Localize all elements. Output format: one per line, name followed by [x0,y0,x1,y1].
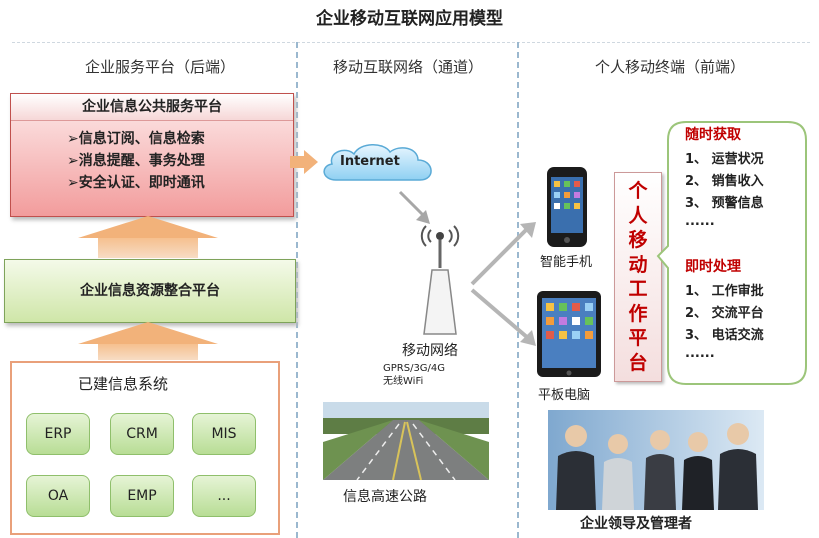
tablet-icon [537,291,601,377]
internet-label: Internet [340,154,400,169]
system-database-icon: ... [192,475,256,517]
highway-image [323,402,489,480]
smartphone-label: 智能手机 [540,255,593,270]
column-header-channel: 移动互联网络（通道） [332,58,483,76]
existing-systems-title: 已建信息系统 [78,375,169,393]
callout-section-title: 即时处理 [685,259,741,275]
callout-item: 1、 工作审批 [685,284,764,299]
service-item: ➢消息提醒、事务处理 [67,153,205,169]
column-header-frontend: 个人移动终端（前端） [594,58,745,76]
column-header-backend: 企业服务平台（后端） [84,58,235,76]
system-database-icon: MIS [192,413,256,455]
column-divider-left [296,42,298,538]
down-arrow-icon [398,190,430,224]
public-service-platform-title: 企业信息公共服务平台 [11,94,293,121]
tablet-label: 平板电脑 [538,388,591,403]
existing-systems-box: 已建信息系统 ERP CRM MIS OA EMP ... [10,361,280,535]
smartphone-icon [547,167,587,247]
business-people-image [548,410,764,510]
public-service-platform: 企业信息公共服务平台 ➢信息订阅、信息检索 ➢消息提醒、事务处理 ➢安全认证、即… [10,93,294,217]
callout-item: 2、 交流平台 [685,306,764,321]
system-database-icon: EMP [110,475,174,517]
resource-integration-platform: 企业信息资源整合平台 [4,259,296,323]
up-arrow-icon [78,216,218,258]
callout-item: ...... [685,346,715,361]
mobile-network-label: 移动网络 [402,343,458,359]
system-database-icon: ERP [26,413,90,455]
callout-item: 3、 预警信息 [685,196,764,211]
system-database-icon: OA [26,475,90,517]
service-item: ➢信息订阅、信息检索 [67,131,205,147]
callout-item: 3、 电话交流 [685,328,764,343]
callout-item: 2、 销售收入 [685,174,764,189]
column-divider-right [517,42,519,538]
antenna-tower-icon [420,225,460,335]
device-link-arrows [470,222,536,346]
callout-content: 随时获取 1、 运营状况 2、 销售收入 3、 预警信息 ...... 即时处理… [665,120,805,386]
network-protocols-label: GPRS/3G/4G 无线WiFi [383,363,446,387]
personal-mobile-work-platform: 个 人 移 动 工 作 平 台 [614,172,662,382]
system-database-icon: CRM [110,413,174,455]
right-arrow-icon [290,150,318,174]
service-item: ➢安全认证、即时通讯 [67,175,205,191]
internet-cloud-icon [323,144,432,181]
callout-item: 1、 运营状况 [685,152,764,167]
up-arrow-icon [78,322,218,360]
public-service-platform-items: ➢信息订阅、信息检索 ➢消息提醒、事务处理 ➢安全认证、即时通讯 [67,128,205,194]
header-divider [12,42,810,43]
callout-bubble [656,121,807,385]
callout-section-title: 随时获取 [685,127,741,143]
highway-label: 信息高速公路 [343,489,427,505]
callout-item: ...... [685,214,715,229]
managers-label: 企业领导及管理者 [580,516,692,532]
platform-vertical-text: 个 人 移 动 工 作 平 台 [628,180,648,374]
diagram-title: 企业移动互联网应用模型 [316,9,503,29]
